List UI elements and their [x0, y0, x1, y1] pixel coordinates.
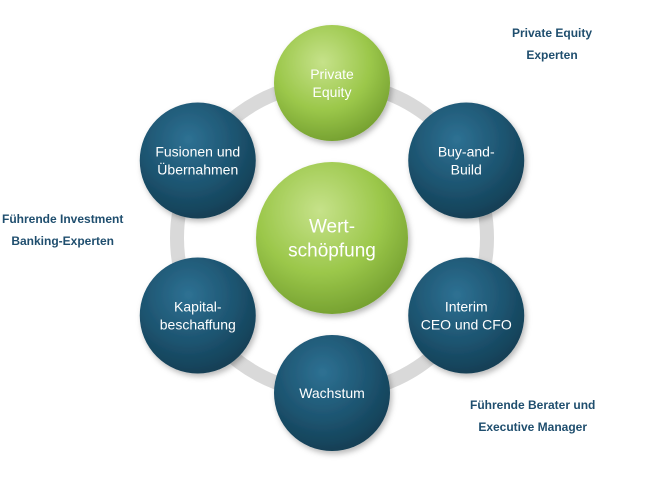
- node-wachstum: Wachstum: [274, 335, 390, 451]
- label-line: Führende Investment: [2, 212, 124, 226]
- node-kapitalbeschaffung-text: Kapital-: [174, 298, 222, 314]
- label-investment-banking-experts: Führende Investment Banking-Experten: [2, 208, 123, 252]
- node-private-equity-text: Equity: [313, 84, 352, 100]
- node-buy-and-build: Buy-and- Build: [408, 102, 525, 219]
- node-fusionen-uebernahmen-text: Fusionen und: [155, 143, 240, 159]
- node-buy-and-build-text: Buy-and-: [438, 143, 495, 159]
- node-fusionen-uebernahmen-text: Übernahmen: [157, 160, 238, 177]
- node-interim-ceo-cfo-circle: [408, 257, 525, 374]
- node-kapitalbeschaffung: Kapital-beschaffung: [139, 257, 256, 374]
- label-line: Experten: [526, 48, 578, 62]
- node-interim-ceo-cfo-text: Interim: [445, 298, 488, 314]
- node-wachstum-text: Wachstum: [299, 385, 365, 401]
- node-kapitalbeschaffung-text: beschaffung: [160, 316, 236, 332]
- label-line: Private Equity: [512, 26, 593, 40]
- center-node-text: schöpfung: [288, 241, 376, 262]
- label-private-equity-experts: Private Equity Experten: [512, 22, 592, 66]
- label-line: Banking-Experten: [11, 234, 115, 248]
- node-private-equity-circle: [274, 25, 390, 141]
- center-node: Wert-schöpfung: [256, 162, 408, 314]
- node-fusionen-uebernahmen-circle: [139, 102, 256, 219]
- node-kapitalbeschaffung-circle: [139, 257, 256, 374]
- node-interim-ceo-cfo-text: CEO und CFO: [421, 316, 512, 332]
- node-buy-and-build-text: Build: [451, 161, 482, 177]
- node-private-equity-text: Private: [310, 66, 354, 82]
- center-node-text: Wert-: [309, 217, 355, 238]
- label-line: Executive Manager: [478, 420, 588, 434]
- center-node-circle: [256, 162, 408, 314]
- node-buy-and-build-circle: [408, 102, 525, 219]
- label-line: Führende Berater und: [470, 398, 596, 412]
- label-advisors-executive-managers: Führende Berater und Executive Manager: [470, 394, 595, 438]
- node-wachstum-circle: [274, 335, 390, 451]
